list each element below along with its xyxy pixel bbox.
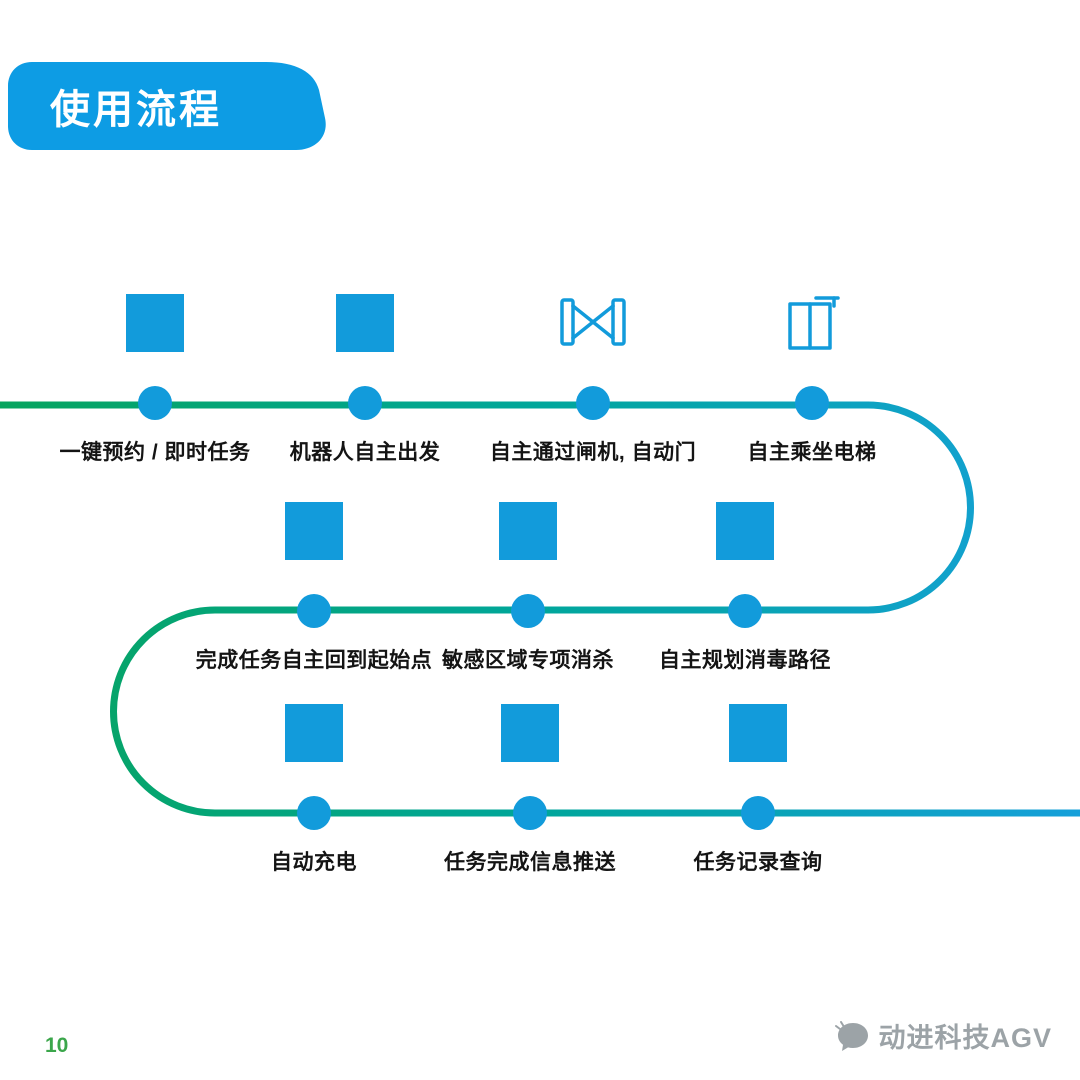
- step-square-icon: [729, 704, 787, 762]
- step-node-dot: [348, 386, 382, 420]
- step-node-dot: [795, 386, 829, 420]
- elevator-icon: [788, 296, 840, 350]
- step-square-icon: [285, 502, 343, 560]
- step-square-icon: [716, 502, 774, 560]
- flow-step: 任务记录查询: [628, 704, 888, 876]
- title-badge: 使用流程: [8, 62, 326, 150]
- page-title: 使用流程: [50, 88, 222, 132]
- step-label: 自主通过闸机, 自动门: [489, 441, 697, 464]
- step-node-dot: [297, 796, 331, 830]
- step-square-icon: [336, 294, 394, 352]
- title-badge-shape: [8, 62, 326, 150]
- step-label: 机器人自主出发: [289, 441, 441, 464]
- step-node-dot: [138, 386, 172, 420]
- step-node-dot: [741, 796, 775, 830]
- step-node-dot: [513, 796, 547, 830]
- flow-step: 自主规划消毒路径: [615, 502, 875, 674]
- step-node-dot: [297, 594, 331, 628]
- step-square-icon: [285, 704, 343, 762]
- step-label: 完成任务自主回到起始点: [195, 649, 433, 672]
- flow-step: 自主通过闸机, 自动门: [463, 294, 723, 466]
- page-number: 10: [45, 1034, 69, 1057]
- step-label: 任务记录查询: [693, 851, 823, 874]
- step-node-dot: [576, 386, 610, 420]
- step-label: 任务完成信息推送: [444, 851, 616, 874]
- step-label: 敏感区域专项消杀: [442, 649, 614, 672]
- flow-step: 敏感区域专项消杀: [398, 502, 658, 674]
- step-square-icon: [499, 502, 557, 560]
- brand-name: 动进科技AGV: [878, 1023, 1052, 1053]
- brand-chat-icon: [835, 1020, 869, 1051]
- step-node-dot: [728, 594, 762, 628]
- step-label: 一键预约 / 即时任务: [59, 441, 251, 464]
- gate-icon: [560, 298, 626, 346]
- flow-step: 自主乘坐电梯: [682, 294, 942, 466]
- flow-step: 任务完成信息推送: [400, 704, 660, 876]
- step-label: 自动充电: [271, 851, 357, 874]
- step-label: 自主规划消毒路径: [659, 649, 831, 672]
- flow-step: 完成任务自主回到起始点: [184, 502, 444, 674]
- step-square-icon: [126, 294, 184, 352]
- flow-step: 自动充电: [184, 704, 444, 876]
- step-node-dot: [511, 594, 545, 628]
- flow-step: 一键预约 / 即时任务: [25, 294, 285, 466]
- flow-step: 机器人自主出发: [235, 294, 495, 466]
- brand-area: 动进科技AGV: [834, 1016, 1052, 1055]
- step-square-icon: [501, 704, 559, 762]
- step-label: 自主乘坐电梯: [747, 441, 877, 464]
